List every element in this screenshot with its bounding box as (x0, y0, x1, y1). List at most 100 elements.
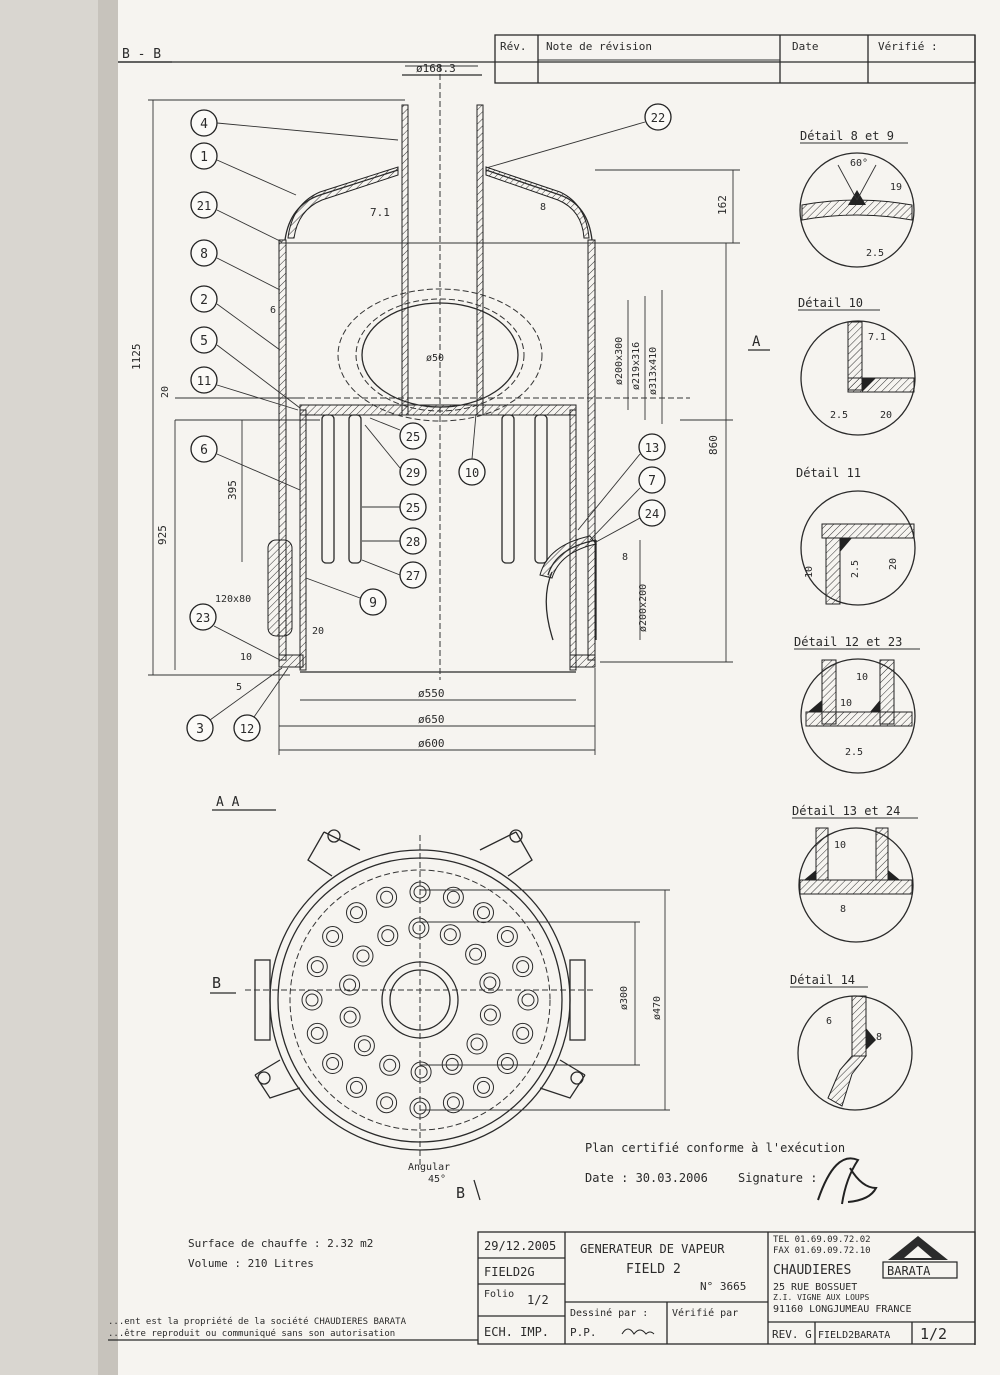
rev-header: Rév. (500, 40, 527, 53)
svg-text:Vérifié par: Vérifié par (672, 1307, 738, 1319)
svg-text:5: 5 (200, 334, 208, 349)
dim-50: ø50 (426, 353, 444, 364)
tube-hole (470, 1037, 484, 1051)
tube-hole (412, 921, 426, 935)
tube-hole (380, 890, 394, 904)
balloon-13: 13 (577, 433, 666, 531)
balloon-27: 27 (361, 559, 427, 589)
balloon-1: 1 (190, 142, 297, 196)
tube-hole (346, 902, 367, 924)
tube-hole (377, 925, 399, 947)
svg-text:3: 3 (196, 722, 204, 737)
dim-550: ø550 (418, 687, 445, 700)
dim-600: ø600 (418, 737, 445, 750)
svg-text:N° 3665: N° 3665 (700, 1280, 746, 1293)
svg-text:10: 10 (856, 672, 868, 683)
balloon-10: 10 (458, 413, 486, 486)
svg-text:Détail 11: Détail 11 (796, 466, 861, 480)
dim-200x300: ø200x300 (614, 337, 625, 385)
svg-text:REV. G: REV. G (772, 1328, 812, 1341)
spec-volume: Volume : 210 Litres (188, 1257, 314, 1270)
tube-hole (376, 886, 398, 908)
rev-note-header: Note de révision (546, 40, 652, 53)
balloon-9: 9 (305, 577, 387, 616)
balloon-21: 21 (190, 191, 283, 243)
svg-text:19: 19 (890, 182, 902, 193)
tube-hole (346, 1076, 367, 1098)
tube-hole (326, 1057, 340, 1070)
tube-hole (473, 902, 494, 924)
svg-text:Détail 8 et 9: Détail 8 et 9 (800, 129, 894, 143)
view-arrow-a: A (752, 334, 761, 350)
tube-hole (512, 956, 534, 978)
balloon-24: 24 (595, 499, 666, 543)
svg-text:Détail 10: Détail 10 (798, 296, 863, 310)
dim-120x80: 120x80 (215, 594, 251, 605)
dim-thickness-6: 6 (270, 305, 276, 316)
svg-text:2: 2 (200, 293, 208, 308)
dim-219x316: ø219x316 (631, 342, 642, 390)
balloon-25a: 25 (369, 417, 427, 450)
section-bb-dimensions: 1125 925 395 20 ø168.3 7.1 8 6 162 860 ø… (130, 62, 740, 755)
dim-10: 10 (240, 652, 252, 663)
dim-7-1: 7.1 (370, 206, 390, 219)
dim-top-pipe: ø168.3 (416, 62, 456, 75)
svg-text:CHAUDIERES: CHAUDIERES (773, 1263, 851, 1278)
detail-12-23: Détail 12 et 23 10 10 2.5 (794, 635, 920, 774)
tube-hole (516, 960, 530, 974)
svg-text:BARATA: BARATA (887, 1264, 931, 1278)
tube-hole (326, 930, 340, 943)
rev-verified-header: Vérifié : (878, 40, 938, 53)
tube-hole (376, 1092, 398, 1114)
tube-hole (322, 926, 344, 947)
tube-hole (500, 1057, 514, 1070)
svg-text:25 RUE BOSSUET: 25 RUE BOSSUET (773, 1282, 857, 1293)
svg-text:8: 8 (840, 904, 846, 915)
paper (118, 0, 1000, 1375)
dim-8-elbow: 8 (622, 552, 628, 563)
detail-13-24: Détail 13 et 24 10 8 (792, 804, 918, 943)
tube-hole (446, 1096, 460, 1110)
svg-text:Détail 14: Détail 14 (790, 973, 855, 987)
svg-text:Plan certifié conforme à l'exé: Plan certifié conforme à l'exécution (585, 1141, 845, 1155)
svg-text:Z.I. VIGNE AUX LOUPS: Z.I. VIGNE AUX LOUPS (773, 1293, 870, 1302)
tube-hole (350, 1080, 363, 1094)
svg-text:10: 10 (840, 698, 852, 709)
tube-hole (443, 928, 457, 942)
detail-14: Détail 14 6 8 (790, 973, 913, 1111)
dim-860: 860 (707, 435, 720, 455)
balloon-2: 2 (190, 285, 281, 351)
signature-mark (817, 1157, 878, 1205)
dim-313x410: ø313x410 (648, 347, 659, 395)
svg-text:Dessiné par :: Dessiné par : (570, 1307, 648, 1319)
svg-text:13: 13 (645, 441, 659, 455)
balloon-8: 8 (190, 239, 281, 291)
svg-text:29: 29 (406, 466, 420, 480)
tube-hole (306, 956, 328, 978)
svg-text:22: 22 (651, 111, 665, 125)
svg-text:20: 20 (888, 558, 899, 570)
balloon-11: 11 (190, 366, 299, 411)
dim-925: 925 (156, 525, 169, 545)
svg-text:60°: 60° (850, 158, 868, 169)
tube-hole (380, 1096, 394, 1110)
detail-11: Détail 11 2.5 10 20 (796, 466, 916, 606)
tube-hole (306, 1022, 328, 1044)
svg-text:7: 7 (648, 474, 656, 489)
tube-hole (496, 926, 518, 947)
tube-hole (414, 1065, 428, 1079)
balloon-12: 12 (233, 667, 289, 742)
balloon-4: 4 (190, 109, 399, 141)
tube-hole (350, 906, 363, 920)
tube-hole (469, 947, 483, 961)
svg-text:Détail 12 et 23: Détail 12 et 23 (794, 635, 902, 649)
tube-hole (352, 945, 374, 967)
svg-text:P.P.: P.P. (570, 1326, 597, 1339)
tube-hole (381, 929, 395, 943)
tube-hole (446, 890, 460, 904)
tube-hole (477, 906, 490, 920)
tube-hole (442, 1092, 464, 1114)
tube-hole (357, 1039, 371, 1053)
